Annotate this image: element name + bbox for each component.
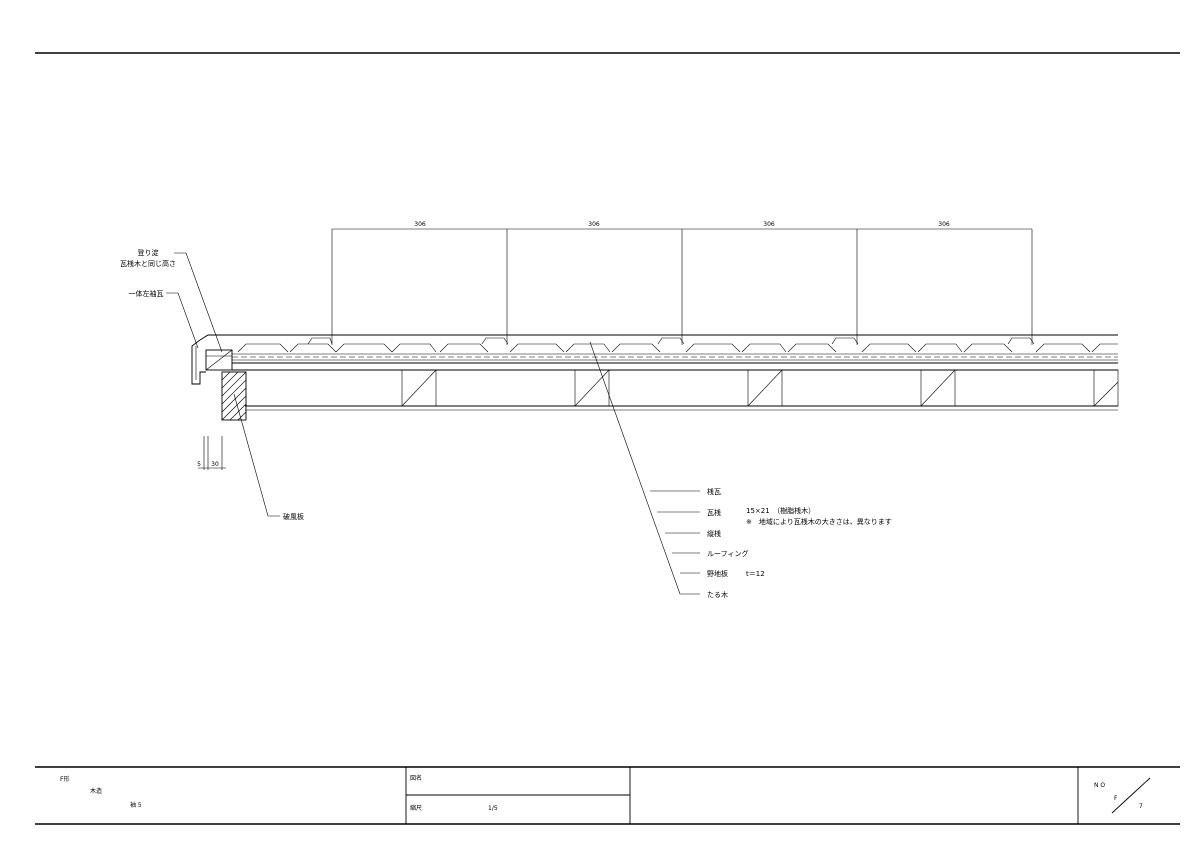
- no-series: F: [1114, 795, 1118, 802]
- callout-tatezan: 縦桟: [707, 529, 721, 538]
- left-callouts: 登り淀 瓦桟木と同じ高さ 一体左袖瓦 破風板: [120, 248, 304, 521]
- spacing-label-2: 306: [588, 221, 600, 228]
- no-slash: [1111, 777, 1151, 814]
- title-block: F形 木造 袖 5 図名 縮尺 1/5 N O F 7: [35, 766, 1180, 825]
- callout-nobori-yodo-note: 瓦桟木と同じ高さ: [120, 259, 176, 268]
- dim-label-30: 30: [211, 461, 219, 468]
- title-part: 袖 5: [130, 801, 142, 809]
- no-number: 7: [1139, 803, 1143, 810]
- callout-roofing: ルーフィング: [707, 549, 748, 558]
- callout-taruki: たる木: [707, 590, 728, 599]
- callout-kawarazan-note: ※ 地域により瓦桟木の大きさは、異なります: [746, 517, 892, 526]
- callout-hafuita: 破風板: [283, 512, 304, 521]
- title-series: F形: [60, 775, 69, 783]
- spacing-label-1: 306: [414, 221, 426, 228]
- callout-nojiita-thickness: t＝12: [746, 570, 765, 578]
- spacing-label-4: 306: [938, 221, 950, 228]
- callout-nojiita: 野地板: [707, 569, 728, 578]
- title-structure: 木造: [90, 787, 102, 795]
- dim-label-5: 5: [197, 461, 201, 468]
- roof-section: [222, 334, 1119, 411]
- callout-nobori-yodo: 登り淀: [138, 248, 159, 257]
- callout-kawarazan-size: 15×21 （樹脂桟木）: [746, 506, 815, 515]
- drawing-name-label: 図名: [410, 774, 422, 782]
- callout-sodegawara: 一体左袖瓦: [129, 289, 164, 298]
- roof-tiles: [237, 337, 1118, 353]
- callout-kawarazan: 瓦桟: [707, 508, 721, 517]
- rafters: [401, 369, 1119, 407]
- scale-value: 1/5: [488, 805, 498, 812]
- eave-detail: 5 30: [191, 334, 247, 470]
- callout-sangawara: 桟瓦: [707, 487, 721, 496]
- no-label: N O: [1094, 782, 1105, 789]
- spacing-dimensions: 306 306 306 306: [331, 221, 1033, 345]
- right-callouts: 桟瓦 瓦桟 15×21 （樹脂桟木） ※ 地域により瓦桟木の大きさは、異なります…: [589, 341, 892, 599]
- spacing-label-3: 306: [763, 221, 775, 228]
- scale-label: 縮尺: [410, 804, 422, 812]
